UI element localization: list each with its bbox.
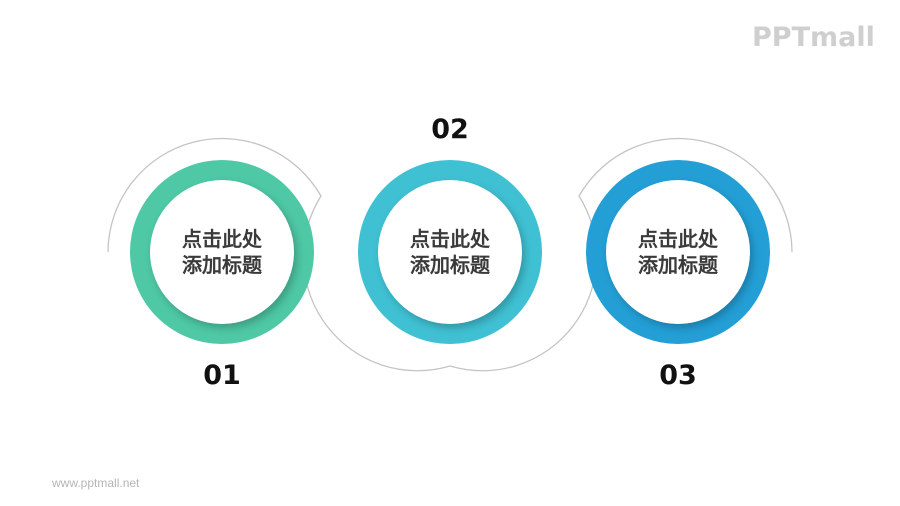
step-3-ring: 点击此处 添加标题 bbox=[586, 160, 770, 344]
step-2-title-line-2: 添加标题 bbox=[410, 253, 490, 277]
step-1-title-line-1: 点击此处 bbox=[182, 227, 262, 251]
step-1-ring: 点击此处 添加标题 bbox=[130, 160, 314, 344]
footer-url: www.pptmall.net bbox=[52, 476, 140, 490]
step-3-number: 03 bbox=[659, 360, 697, 391]
step-2-title-box[interactable]: 点击此处 添加标题 bbox=[378, 180, 522, 324]
step-2-ring: 点击此处 添加标题 bbox=[358, 160, 542, 344]
step-3-title-box[interactable]: 点击此处 添加标题 bbox=[606, 180, 750, 324]
step-3-title-line-2: 添加标题 bbox=[638, 253, 718, 277]
step-2-number: 02 bbox=[431, 114, 469, 145]
step-1-title-line-2: 添加标题 bbox=[182, 253, 262, 277]
pptmall-logo: PPTmall bbox=[752, 22, 875, 53]
step-2-title-line-1: 点击此处 bbox=[410, 227, 490, 251]
step-1-title-box[interactable]: 点击此处 添加标题 bbox=[150, 180, 294, 324]
step-1-number: 01 bbox=[203, 360, 241, 391]
step-3-title-line-1: 点击此处 bbox=[638, 227, 718, 251]
